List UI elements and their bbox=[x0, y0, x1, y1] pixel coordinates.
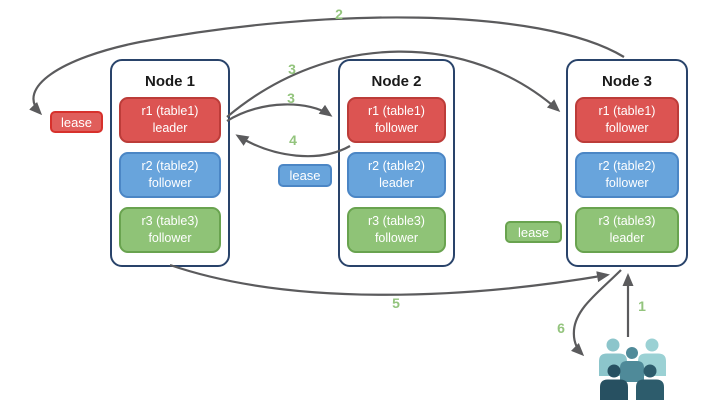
lease-badge-r1: lease bbox=[50, 111, 103, 133]
lease-badge-r3: lease bbox=[505, 221, 562, 243]
step-label-3a: 3 bbox=[288, 61, 296, 77]
node-2-replica-r2: r2 (table2) leader bbox=[347, 152, 446, 198]
step-label-2: 2 bbox=[335, 6, 343, 22]
node-3-replica-r3: r3 (table3) leader bbox=[575, 207, 679, 253]
node-1-replica-r2: r2 (table2) follower bbox=[119, 152, 221, 198]
replica-line2: follower bbox=[148, 176, 192, 190]
lease-label: lease bbox=[517, 224, 550, 240]
step-label-4: 4 bbox=[289, 132, 297, 148]
lease-label: lease bbox=[60, 114, 93, 130]
replica-line1: r1 (table1) bbox=[141, 104, 199, 119]
replica-line2: follower bbox=[374, 231, 419, 245]
node-1-box: Node 1 r1 (table1) leader r2 (table2) fo… bbox=[110, 59, 230, 267]
replica-line1: r3 (table3) bbox=[598, 214, 656, 229]
replica-line2: follower bbox=[148, 231, 192, 245]
node-2-box: Node 2 r1 (table1) follower r2 (table2) … bbox=[338, 59, 455, 267]
replica-line1: r2 (table2) bbox=[598, 159, 656, 174]
node-2-title: Node 2 bbox=[371, 73, 422, 90]
step-label-5: 5 bbox=[392, 295, 400, 311]
step-label-3b: 3 bbox=[287, 90, 295, 106]
replica-line2: follower bbox=[374, 121, 419, 135]
replica-line2: leader bbox=[379, 176, 414, 190]
lease-label: lease bbox=[289, 168, 321, 183]
replica-line1: r2 (table2) bbox=[141, 159, 199, 174]
lease-badge-r2: lease bbox=[278, 164, 332, 187]
replica-line2: follower bbox=[605, 176, 649, 190]
node-2-replica-r3: r3 (table3) follower bbox=[347, 207, 446, 253]
arrow-step-3-node1-to-node2 bbox=[226, 103, 333, 122]
node-1-replica-r3: r3 (table3) follower bbox=[119, 207, 221, 253]
node-3-replica-r1: r1 (table1) follower bbox=[575, 97, 679, 143]
replica-line2: leader bbox=[609, 231, 645, 245]
replica-line1: r1 (table1) bbox=[368, 104, 425, 119]
replica-line1: r2 (table2) bbox=[368, 159, 425, 174]
replica-line1: r3 (table3) bbox=[368, 214, 425, 229]
users-group-icon bbox=[599, 338, 666, 400]
replica-line2: follower bbox=[605, 121, 649, 135]
replica-line2: leader bbox=[152, 121, 188, 135]
step-label-6: 6 bbox=[557, 320, 565, 336]
node-3-box: Node 3 r1 (table1) follower r2 (table2) … bbox=[566, 59, 688, 267]
node-1-replica-r1: r1 (table1) leader bbox=[119, 97, 221, 143]
node-3-title: Node 3 bbox=[601, 73, 652, 90]
step-label-1: 1 bbox=[638, 298, 646, 314]
node-1-title: Node 1 bbox=[144, 73, 195, 90]
replica-line1: r3 (table3) bbox=[141, 214, 199, 229]
node-2-replica-r1: r1 (table1) follower bbox=[347, 97, 446, 143]
arrow-step-5-node1-to-node3 bbox=[169, 263, 610, 296]
replica-line1: r1 (table1) bbox=[598, 104, 656, 119]
node-3-replica-r2: r2 (table2) follower bbox=[575, 152, 679, 198]
